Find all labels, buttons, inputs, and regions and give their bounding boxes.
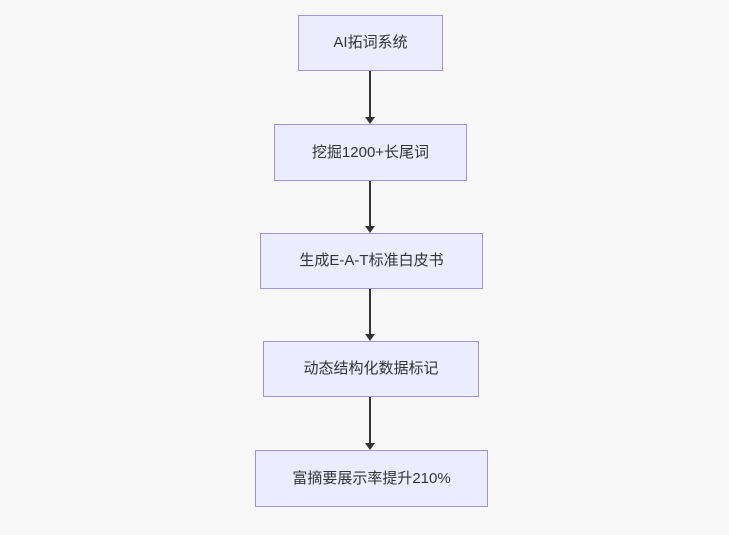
edge-line: [369, 71, 371, 117]
edge-line: [369, 289, 371, 334]
edge-line: [369, 397, 371, 443]
flow-node-label: 生成E-A-T标准白皮书: [299, 252, 444, 269]
flow-node-structured-data-markup: 动态结构化数据标记: [263, 341, 479, 397]
flow-node-label: 动态结构化数据标记: [303, 360, 439, 377]
flow-node-rich-snippet-result: 富摘要展示率提升210%: [255, 450, 488, 507]
flow-node-label: 挖掘1200+长尾词: [311, 143, 430, 161]
flow-node-ai-word-expansion: AI拓词系统: [298, 15, 443, 71]
flow-node-longtail-mining: 挖掘1200+长尾词: [274, 124, 467, 181]
arrow-down-icon: [365, 443, 375, 450]
arrow-down-icon: [365, 117, 375, 124]
arrow-down-icon: [365, 226, 375, 233]
arrow-down-icon: [365, 334, 375, 341]
flow-node-eat-whitepaper: 生成E-A-T标准白皮书: [260, 233, 483, 289]
edge-line: [369, 181, 371, 226]
flow-node-label: 富摘要展示率提升210%: [292, 469, 451, 487]
flow-node-label: AI拓词系统: [333, 34, 408, 51]
